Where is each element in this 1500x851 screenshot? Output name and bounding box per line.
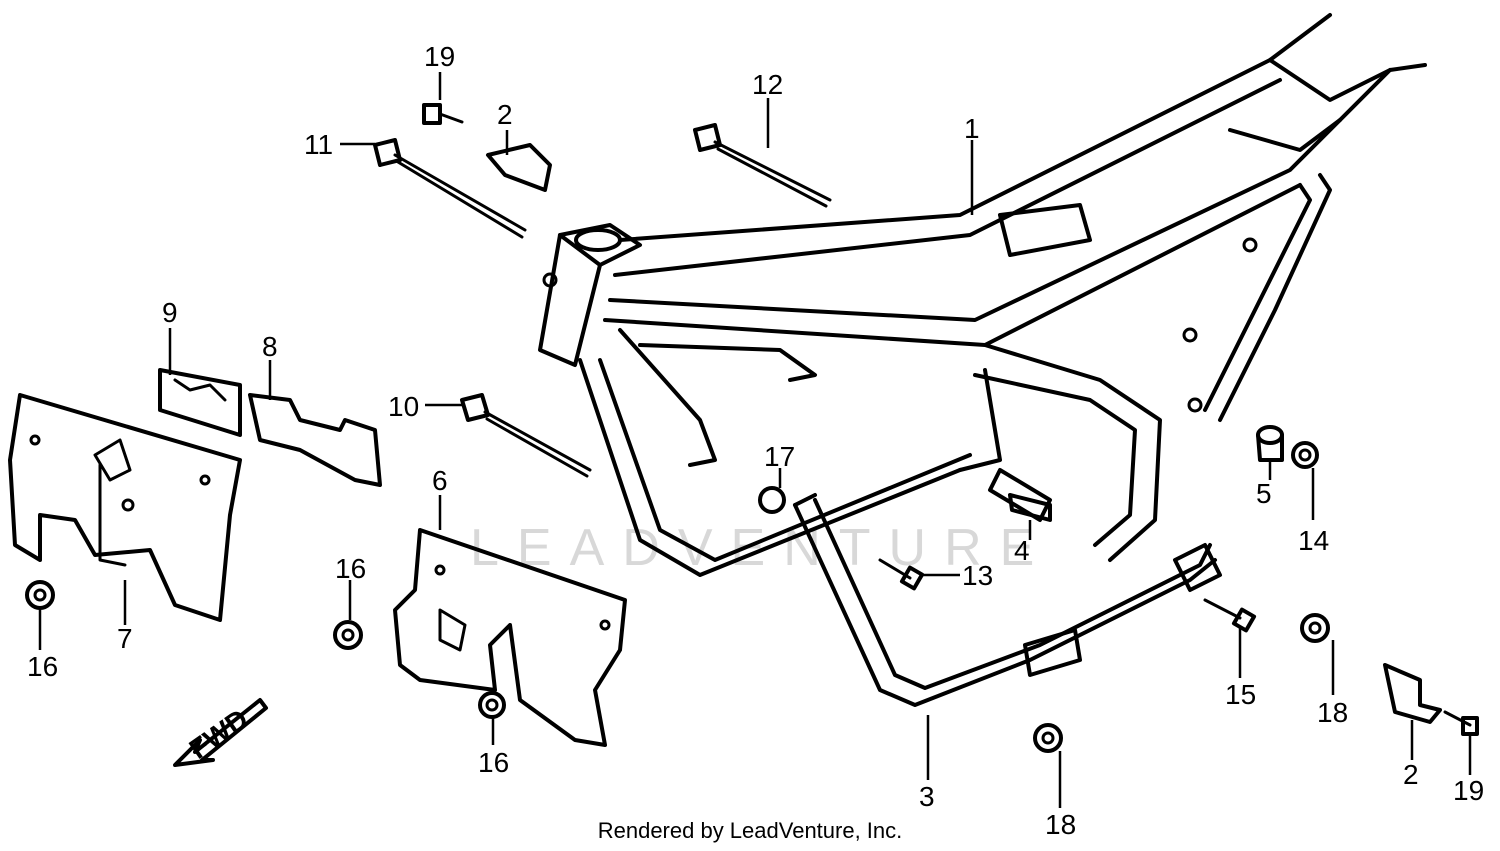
callout-2-top: 2 [497, 99, 513, 130]
callout-3: 3 [919, 781, 935, 812]
nut-18-bottom[interactable] [1033, 723, 1063, 753]
callout-11: 11 [304, 129, 333, 160]
callout-13: 13 [962, 560, 993, 591]
callout-8: 8 [262, 331, 278, 362]
callout-15: 14 [1298, 525, 1329, 556]
callout-17: 17 [764, 441, 795, 472]
collar-17[interactable] [758, 486, 786, 514]
callout-16-low: 16 [478, 747, 509, 778]
bracket-9[interactable] [158, 368, 242, 437]
callout-12: 12 [752, 69, 783, 100]
nut-16-mid[interactable] [333, 620, 363, 650]
bolt-19-right[interactable] [1443, 710, 1479, 736]
callout-18-bottom: 18 [1045, 809, 1076, 840]
bracket-8[interactable] [248, 393, 382, 487]
bolt-12[interactable] [693, 123, 832, 208]
callout-19-right: 19 [1453, 775, 1484, 806]
main-frame[interactable] [538, 13, 1427, 577]
lower-cradle[interactable] [793, 493, 1222, 707]
bolt-19-top[interactable] [422, 103, 464, 125]
nut-15[interactable] [1291, 441, 1319, 469]
footer-credit: Rendered by LeadVenture, Inc. [597, 818, 903, 843]
bracket-2-top[interactable] [486, 143, 552, 192]
callout-10: 10 [388, 391, 419, 422]
callout-18-right: 18 [1317, 697, 1348, 728]
callout-16-left: 16 [27, 651, 58, 682]
nut-16-left[interactable] [25, 580, 55, 610]
bolt-11[interactable] [373, 138, 527, 239]
leader-lines [38, 72, 1472, 808]
collar-4[interactable] [1008, 493, 1052, 522]
bolt-14[interactable] [1203, 598, 1257, 633]
nut-18-right[interactable] [1300, 613, 1330, 643]
callout-6: 6 [432, 465, 448, 496]
collar-5[interactable] [1256, 425, 1284, 462]
skid-plate-center[interactable] [393, 528, 627, 747]
callout-4: 4 [1014, 535, 1030, 566]
callout-7: 7 [117, 623, 133, 654]
watermark: LEADVENTURE [470, 519, 1052, 577]
callout-5: 5 [1256, 478, 1272, 509]
bolt-10[interactable] [460, 393, 592, 478]
callout-9: 9 [162, 297, 178, 328]
bolt-13[interactable] [878, 558, 925, 591]
callouts: 19 2 11 12 1 9 8 10 6 7 16 16 16 17 13 4… [27, 41, 1484, 840]
callout-1: 1 [964, 113, 980, 144]
callout-16-mid: 16 [335, 553, 366, 584]
callout-2-right: 2 [1403, 759, 1419, 790]
skid-plate-left[interactable] [8, 393, 242, 622]
fwd-arrow: FWD [173, 698, 268, 767]
bracket-2-right[interactable] [1383, 663, 1442, 724]
callout-19-top: 19 [424, 41, 455, 72]
callout-14: 15 [1225, 679, 1256, 710]
nut-16-low[interactable] [478, 691, 506, 719]
